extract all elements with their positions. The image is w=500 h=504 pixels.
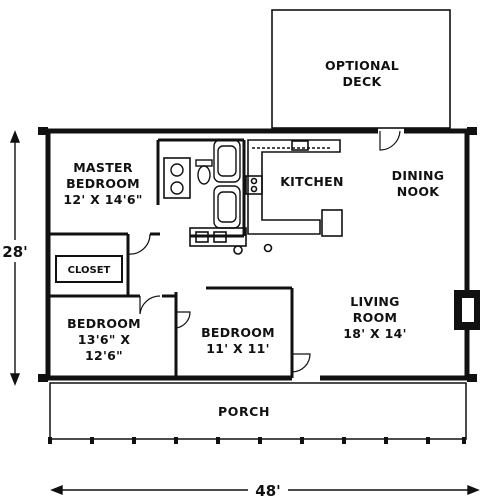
closet-label: CLOSET (68, 265, 111, 276)
kitchen-label: KITCHEN (280, 174, 344, 189)
bedroom-left-size-line1: 13'6" X (78, 332, 131, 347)
width-dimension-label: 48' (255, 482, 280, 500)
bedroom-center-label: BEDROOM (201, 325, 275, 340)
depth-dimension-label: 28' (2, 243, 27, 261)
doors (127, 130, 401, 373)
deck-label-line2: DECK (343, 74, 383, 89)
bedroom-left-label-line1: BEDROOM (67, 316, 141, 331)
dining-nook-label-line1: DINING (392, 168, 445, 183)
optional-deck (271, 9, 451, 129)
living-room-label-line1: LIVING (350, 294, 399, 309)
exterior-walls (38, 127, 477, 382)
bathroom-fixtures (163, 139, 241, 229)
bedroom-left-size-line2: 12'6" (85, 348, 123, 363)
living-room-label-line2: ROOM (353, 310, 398, 325)
bedroom-center-size: 11' X 11' (206, 341, 270, 356)
master-bedroom-label-line1: MASTER (73, 160, 133, 175)
porch-label: PORCH (218, 404, 270, 419)
master-bedroom-size: 12' X 14'6" (63, 192, 142, 207)
master-bedroom-label-line2: BEDROOM (66, 176, 140, 191)
fireplace (454, 290, 480, 330)
porch (48, 382, 467, 444)
kitchen-counters (189, 139, 343, 255)
deck-label-line1: OPTIONAL (325, 58, 399, 73)
dining-nook-label-line2: NOOK (397, 184, 441, 199)
living-room-size: 18' X 14' (343, 326, 407, 341)
